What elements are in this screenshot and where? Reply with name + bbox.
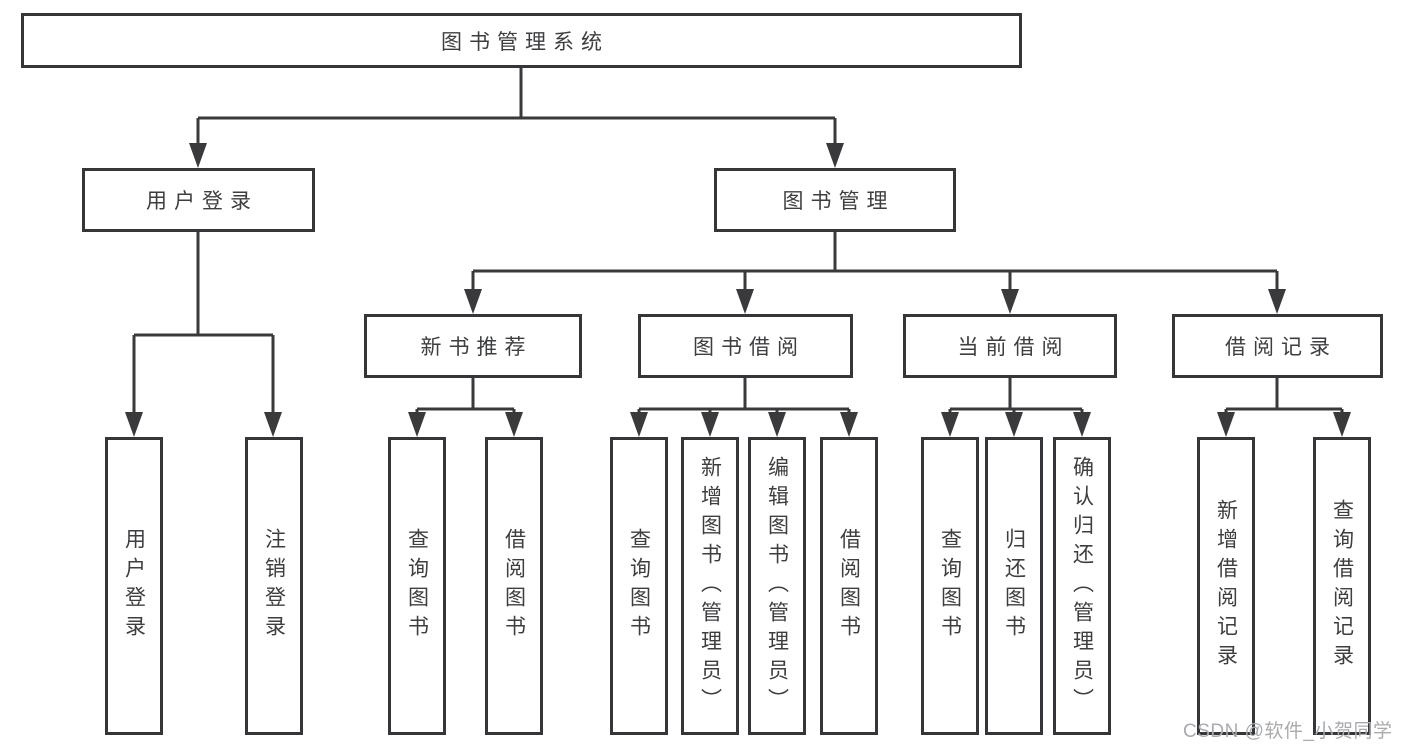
node-leaf-add-book-admin: 新增图书（管理员） (681, 437, 739, 735)
node-leaf-confirm-return-admin: 确认归还（管理员） (1053, 437, 1111, 735)
node-root: 图书管理系统 (21, 13, 1022, 68)
node-book-management: 图书管理 (714, 168, 956, 232)
node-leaf-query-borrow-record: 查询借阅记录 (1313, 437, 1371, 735)
node-leaf-logout: 注销登录 (245, 437, 303, 735)
node-leaf-return-book: 归还图书 (985, 437, 1043, 735)
node-leaf-borrow-books: 借阅图书 (820, 437, 878, 735)
node-leaf-edit-book-admin: 编辑图书（管理员） (748, 437, 806, 735)
node-leaf-query-books-recommend: 查询图书 (388, 437, 446, 735)
node-leaf-add-borrow-record: 新增借阅记录 (1197, 437, 1255, 735)
csdn-watermark: CSDN @软件_小贺同学 (1183, 721, 1393, 742)
node-borrow-records: 借阅记录 (1172, 314, 1383, 378)
node-book-borrow: 图书借阅 (638, 314, 853, 378)
node-leaf-borrow-books-recommend: 借阅图书 (485, 437, 543, 735)
node-leaf-query-books-borrow: 查询图书 (610, 437, 668, 735)
node-leaf-query-books-current: 查询图书 (921, 437, 979, 735)
node-current-borrow: 当前借阅 (903, 314, 1117, 378)
node-leaf-user-login: 用户登录 (105, 437, 163, 735)
node-new-book-recommend: 新书推荐 (364, 314, 582, 378)
node-user-login: 用户登录 (82, 168, 315, 232)
